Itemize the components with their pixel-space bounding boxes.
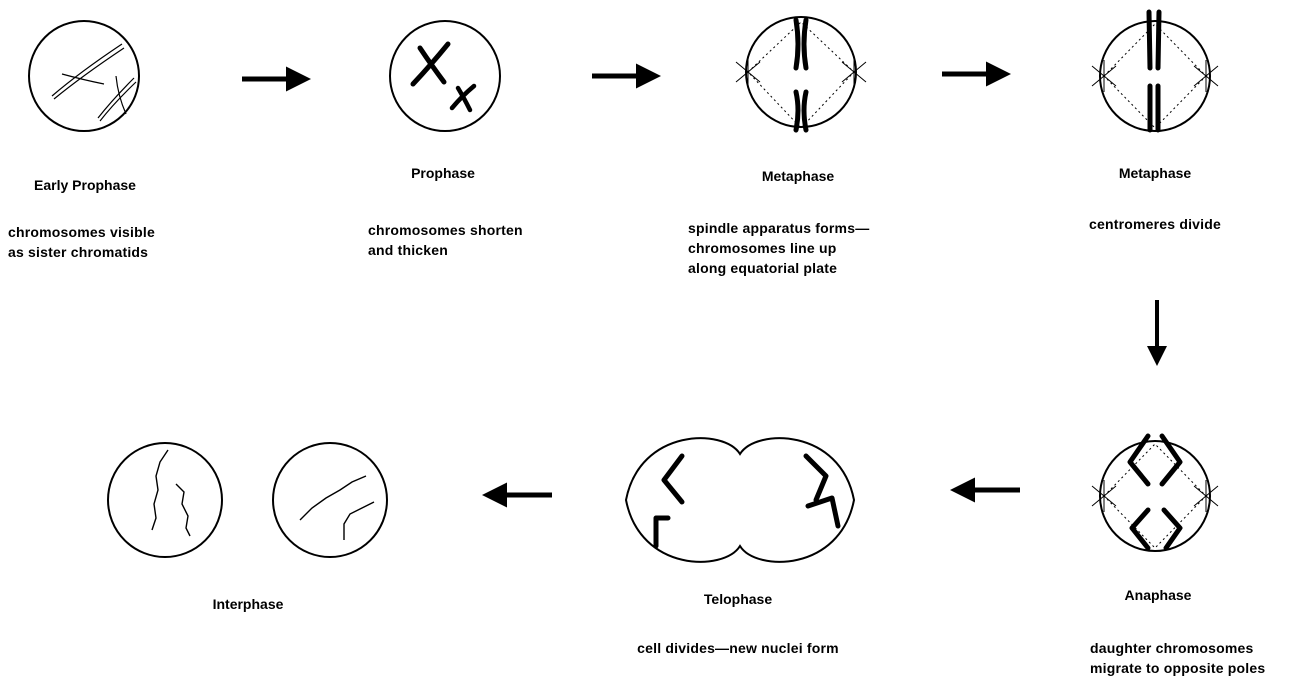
stage-desc-telophase: cell divides—new nuclei form bbox=[637, 638, 839, 658]
stage-title-metaphase-2: Metaphase bbox=[1119, 165, 1191, 181]
cell-metaphase-2 bbox=[1092, 12, 1218, 131]
cells-interphase bbox=[108, 443, 387, 557]
stage-desc-metaphase-1: spindle apparatus forms— chromosomes lin… bbox=[688, 218, 869, 278]
stage-title-metaphase-1: Metaphase bbox=[762, 168, 834, 184]
stage-title-anaphase: Anaphase bbox=[1125, 587, 1192, 603]
cell-early-prophase bbox=[29, 21, 139, 131]
stage-desc-metaphase-2: centromeres divide bbox=[1089, 214, 1221, 234]
stage-desc-early-prophase: chromosomes visible as sister chromatids bbox=[8, 222, 155, 262]
cell-metaphase-1 bbox=[736, 17, 866, 130]
cell-anaphase bbox=[1092, 436, 1218, 551]
stage-title-telophase: Telophase bbox=[704, 591, 772, 607]
cell-telophase bbox=[626, 438, 854, 562]
stage-title-early-prophase: Early Prophase bbox=[34, 177, 136, 193]
cell-prophase bbox=[390, 21, 500, 131]
stage-desc-prophase: chromosomes shorten and thicken bbox=[368, 220, 523, 260]
stage-desc-anaphase: daughter chromosomes migrate to opposite… bbox=[1090, 638, 1265, 678]
stage-title-prophase: Prophase bbox=[411, 165, 475, 181]
stage-title-interphase: Interphase bbox=[213, 596, 284, 612]
